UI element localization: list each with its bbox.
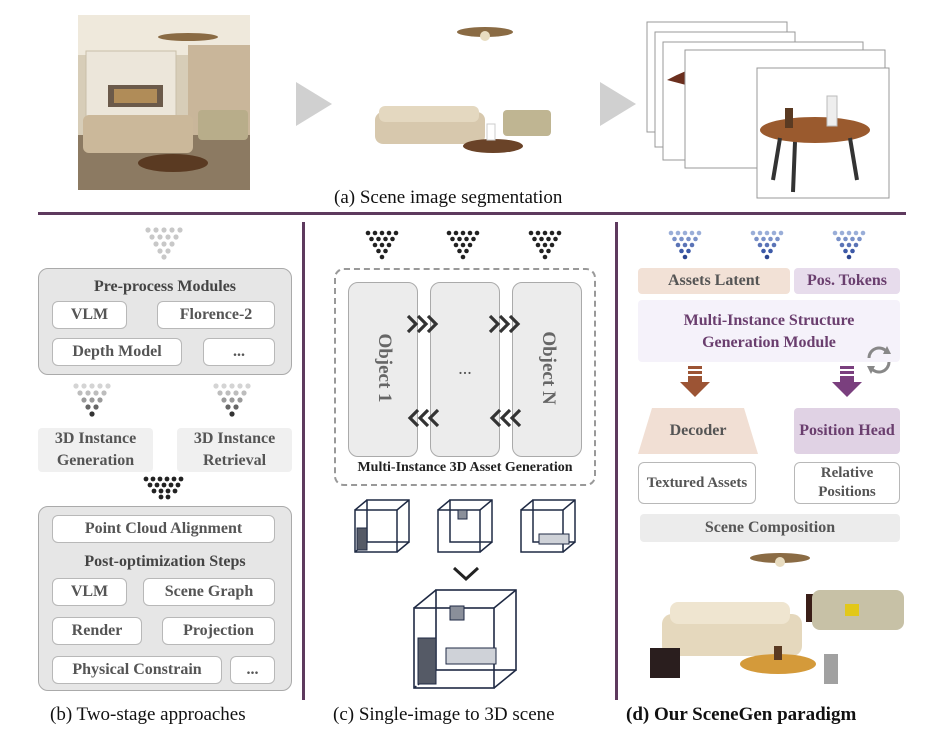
object-mid-label: ... — [458, 358, 472, 378]
object-column-mid — [430, 282, 500, 457]
chip-physical-constrain: Physical Constrain — [52, 656, 222, 684]
preprocess-title: Pre-process Modules — [93, 278, 237, 295]
position-head-box: Position Head — [794, 408, 900, 454]
decoder-trapezoid — [638, 408, 758, 454]
instance-masks-stack — [645, 20, 895, 200]
multi-instance-group — [334, 268, 596, 486]
postopt-title: Post-optimization Steps — [84, 553, 246, 570]
chip-projection: Projection — [162, 617, 275, 645]
composed-scene-cube-icon — [413, 589, 517, 689]
chip-florence: Florence-2 — [157, 301, 275, 329]
chevrons-left-icon — [489, 408, 522, 428]
module-title: Multi-Instance Structure Generation Modu… — [683, 312, 855, 351]
vertical-divider-1 — [302, 222, 305, 700]
scene-photo — [78, 15, 250, 190]
chip-vlm-2: VLM — [52, 578, 127, 606]
chip-ellipsis-2: ... — [230, 656, 275, 684]
object-column-n — [512, 282, 582, 457]
chip-depth-model: Depth Model — [52, 338, 182, 366]
relative-positions-box: Relative Positions — [794, 462, 900, 504]
arrow-down-icon — [832, 366, 862, 397]
token-triangle-icon — [73, 383, 111, 417]
chevron-down-icon — [452, 566, 480, 582]
chip-scene-graph: Scene Graph — [143, 578, 275, 606]
instance-generation-box: 3D Instance Generation — [38, 428, 153, 472]
token-triangle-icons-row — [365, 230, 562, 260]
object-1-label: Object 1 — [374, 333, 395, 403]
chip-ellipsis: ... — [203, 338, 275, 366]
assets-latent-box: Assets Latent — [638, 268, 790, 294]
bounding-box-cube-icon — [437, 499, 493, 553]
segmented-objects-image — [365, 22, 555, 177]
bounding-box-cube-icon — [520, 499, 576, 553]
refresh-cycle-icon — [867, 346, 891, 374]
token-triangle-icon — [145, 227, 183, 260]
token-triangle-icons-row — [668, 230, 866, 260]
chevrons-left-icon — [407, 408, 440, 428]
token-triangle-icon — [213, 383, 251, 417]
chevrons-right-icon — [488, 314, 521, 334]
scene-composition-box: Scene Composition — [640, 514, 900, 542]
vertical-divider-2 — [615, 222, 618, 700]
chip-render: Render — [52, 617, 142, 645]
token-triangle-icon — [143, 476, 184, 500]
caption-a: (a) Scene image segmentation — [334, 187, 563, 208]
horizontal-divider — [38, 212, 906, 215]
caption-c: (c) Single-image to 3D scene — [333, 704, 555, 725]
caption-b: (b) Two-stage approaches — [50, 704, 246, 725]
module-box — [638, 300, 900, 362]
arrow-right-icon — [600, 82, 636, 126]
arrow-right-icon — [296, 82, 332, 126]
pos-tokens-box: Pos. Tokens — [794, 268, 900, 294]
textured-assets-box: Textured Assets — [638, 462, 756, 504]
object-column-1 — [348, 282, 418, 457]
chevrons-right-icon — [406, 314, 439, 334]
chip-vlm: VLM — [52, 301, 127, 329]
caption-d: (d) Our SceneGen paradigm — [626, 704, 857, 725]
instance-retrieval-box: 3D Instance Retrieval — [177, 428, 292, 472]
arrow-down-icon — [680, 366, 710, 397]
object-n-label: Object N — [538, 331, 559, 405]
bounding-box-cube-icon — [354, 499, 410, 553]
decoder-label: Decoder — [669, 422, 727, 439]
group-label: Multi-Instance 3D Asset Generation — [357, 460, 573, 475]
composed-scene-image — [640, 546, 910, 698]
point-cloud-alignment-box: Point Cloud Alignment — [52, 515, 275, 543]
